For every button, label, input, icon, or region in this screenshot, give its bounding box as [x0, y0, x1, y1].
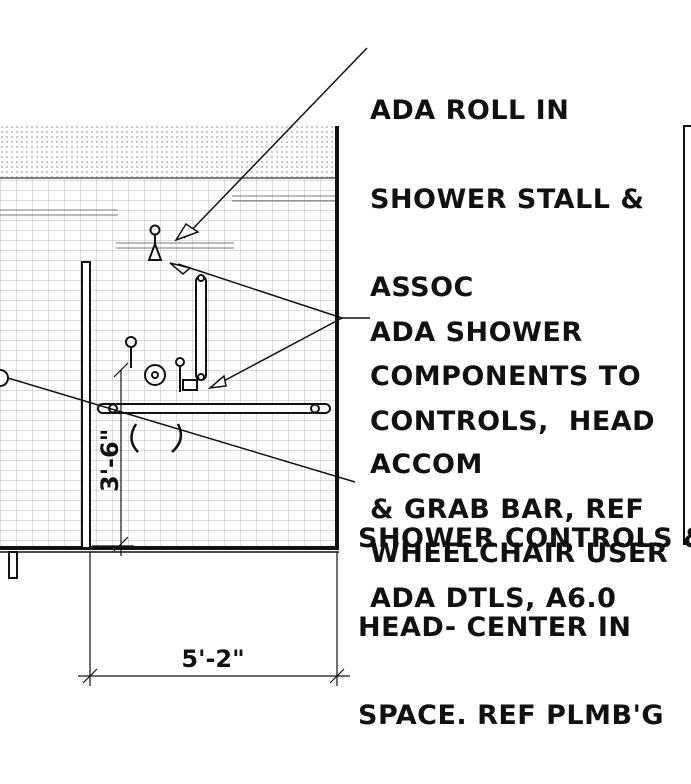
partition-post	[81, 261, 91, 549]
adjacent-frame	[683, 125, 691, 545]
note-line: CONTROLS, HEAD	[370, 405, 656, 437]
note-shower-controls-head: SHOWER CONTROLS & HEAD- CENTER IN SPACE.…	[358, 465, 691, 760]
shower-head	[147, 224, 163, 261]
drain-stub	[8, 551, 18, 579]
note-ada-roll-in-shower: ADA ROLL IN SHOWER STALL & ASSOC COMPONE…	[370, 37, 668, 598]
height-dimension-label: 3'-6"	[96, 429, 124, 492]
note-line: COMPONENTS TO	[370, 360, 642, 392]
width-dimension	[78, 552, 350, 686]
note-line: HEAD- CENTER IN	[358, 611, 632, 643]
height-dimension	[92, 362, 134, 556]
note-line: SPACE. REF PLMB'G	[358, 700, 665, 731]
vertical-grab-bar	[195, 274, 207, 381]
horizontal-grab-bar	[97, 403, 331, 414]
trim-lines	[0, 195, 337, 249]
ceiling-band	[0, 126, 337, 178]
note-line: SHOWER STALL &	[370, 183, 645, 215]
seat-bracket	[130, 423, 183, 453]
note-ada-shower-controls: ADA SHOWER CONTROLS, HEAD & GRAB BAR, RE…	[370, 259, 655, 643]
hand-shower	[125, 336, 198, 392]
width-dimension-label: 5'-2"	[181, 645, 244, 673]
note-line: ADA DTLS, A6.0	[370, 582, 617, 614]
left-fixture	[0, 369, 9, 387]
note-line: SHOWER CONTROLS &	[358, 523, 691, 554]
tiled-wall	[0, 179, 337, 548]
note-line: ADA SHOWER	[370, 317, 583, 348]
note-line: ACCOM	[370, 449, 483, 480]
note-line: & GRAB BAR, REF	[370, 494, 645, 525]
note-line: WHEELCHAIR USER	[370, 537, 669, 569]
note-line: ASSOC	[370, 272, 474, 303]
leader-lines	[7, 47, 370, 483]
note-line: ADA ROLL IN	[370, 95, 570, 126]
